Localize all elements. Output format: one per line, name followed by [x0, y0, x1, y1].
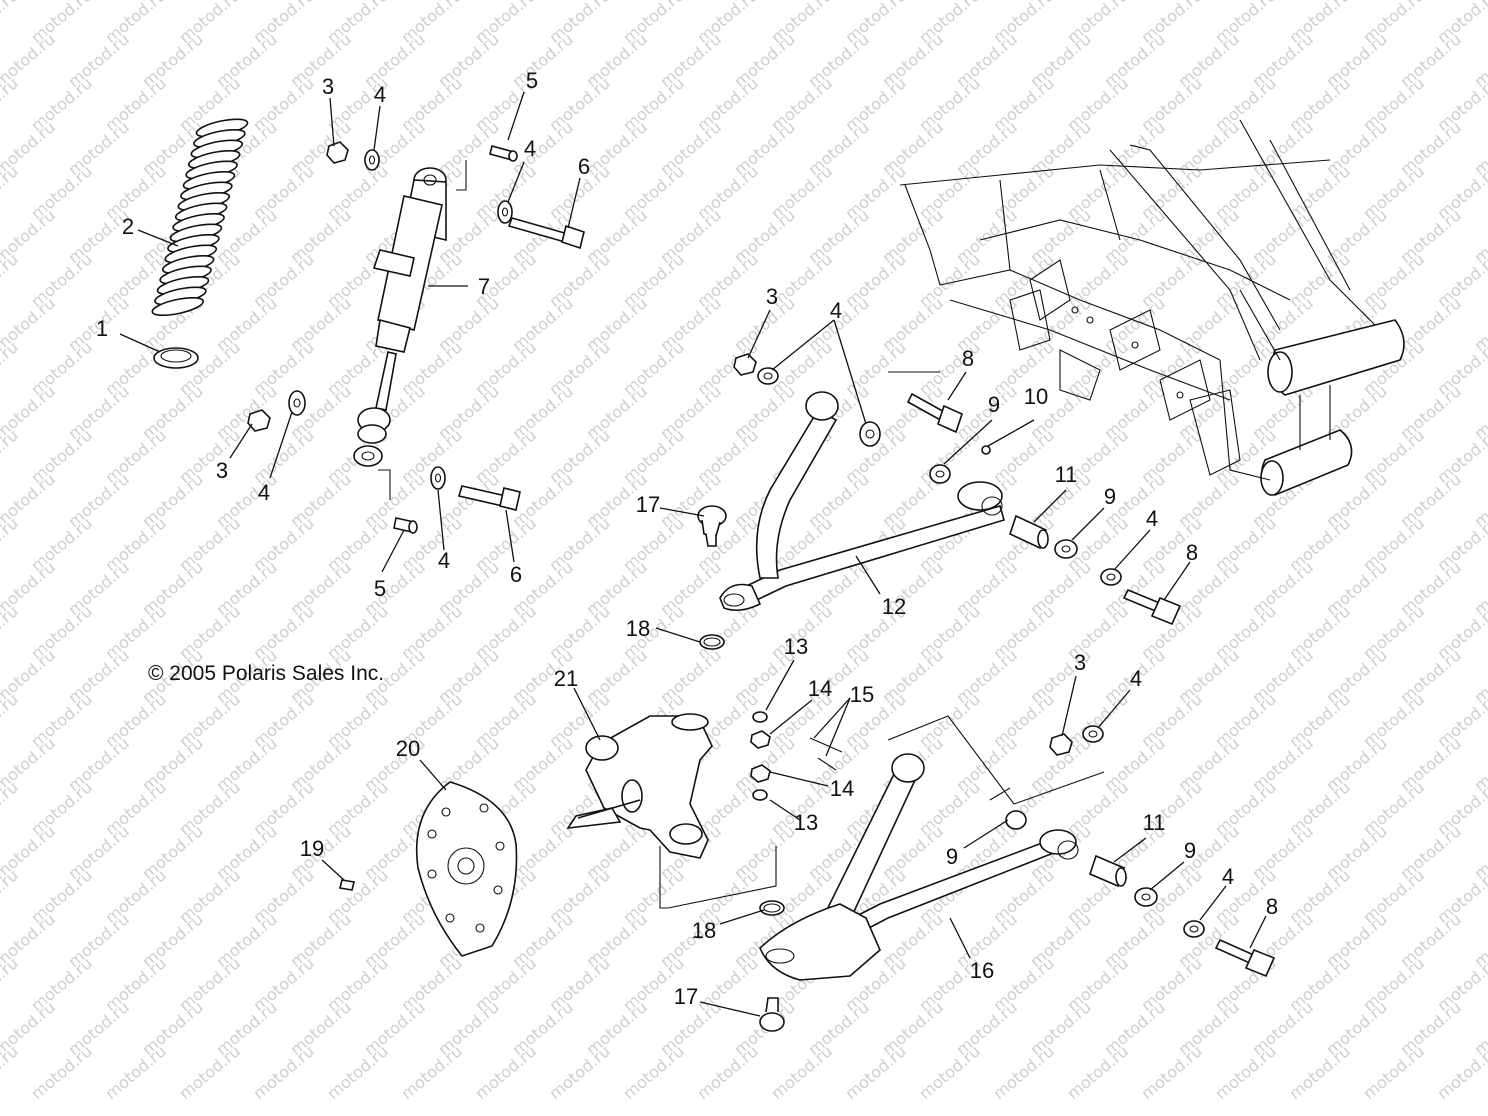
callout-3: 3: [216, 458, 228, 483]
callout-4: 4: [1130, 666, 1142, 691]
shock-absorber-part: [353, 167, 447, 467]
callout-5: 5: [374, 576, 386, 601]
watermark-text: motod.ru: [0, 1041, 22, 1103]
watermark-text: motod.ru: [989, 1041, 1057, 1103]
watermark-text: motod.ru: [1285, 1041, 1353, 1103]
watermark-text: motod.ru: [767, 1041, 835, 1103]
watermark-text: motod.ru: [1433, 1041, 1488, 1103]
watermark-text: motod.ru: [27, 1041, 95, 1103]
callout-17: 17: [674, 984, 698, 1009]
spring-retainer-part: [153, 347, 199, 369]
callout-3: 3: [322, 74, 334, 99]
watermark-text: motod.ru: [1359, 1041, 1427, 1103]
lower-a-arm-part: [759, 753, 1079, 981]
watermark-text: motod.ru: [101, 1041, 169, 1103]
assembly-brackets: [378, 160, 1105, 909]
watermark-text: motod.ru: [175, 1041, 243, 1103]
callout-8: 8: [962, 346, 974, 371]
callout-4: 4: [258, 480, 270, 505]
watermark-text: motod.ru: [0, 513, 22, 575]
callout-9: 9: [1184, 838, 1196, 863]
watermark-text: motod.ru: [0, 601, 22, 663]
watermark-text: motod.ru: [471, 1041, 539, 1103]
watermark-text: motod.ru: [619, 1041, 687, 1103]
callout-14: 14: [808, 676, 832, 701]
watermark-text: motod.ru: [0, 337, 22, 399]
callout-4: 4: [1146, 506, 1158, 531]
callout-10: 10: [1024, 384, 1048, 409]
spindle-knuckle-part: [566, 713, 713, 859]
callout-3: 3: [1074, 650, 1086, 675]
coil-spring-part: [151, 118, 249, 317]
watermark-text: motod.ru: [323, 1041, 391, 1103]
callout-4: 4: [374, 82, 386, 107]
callout-6: 6: [578, 154, 590, 179]
callout-18: 18: [626, 616, 650, 641]
callout-4: 4: [1222, 864, 1234, 889]
callout-4: 4: [830, 298, 842, 323]
copyright-text: © 2005 Polaris Sales Inc.: [148, 662, 384, 685]
callout-13: 13: [784, 634, 808, 659]
callout-4: 4: [524, 136, 536, 161]
watermark-text: motod.ru: [0, 0, 22, 47]
watermark-text: motod.ru: [693, 1041, 761, 1103]
callout-16: 16: [970, 958, 994, 983]
callout-4: 4: [438, 548, 450, 573]
watermark-text: motod.ru: [0, 689, 22, 751]
watermark-text: motod.ru: [397, 1041, 465, 1103]
watermark-text: motod.ru: [0, 777, 22, 839]
callout-9: 9: [946, 844, 958, 869]
callout-5: 5: [526, 68, 538, 93]
callout-18: 18: [692, 918, 716, 943]
callout-20: 20: [396, 736, 420, 761]
callout-9: 9: [1104, 484, 1116, 509]
watermark-text: motod.ru: [0, 73, 22, 135]
watermark-text: motod.ru: [0, 425, 22, 487]
callout-21: 21: [554, 666, 578, 691]
callout-2: 2: [122, 214, 134, 239]
watermark-text: motod.ru: [0, 249, 22, 311]
watermark-text: motod.ru: [841, 1041, 909, 1103]
callout-14: 14: [830, 776, 854, 801]
callout-6: 6: [510, 562, 522, 587]
hardware-parts: [247, 141, 1276, 1032]
watermark-text: motod.ru: [0, 953, 22, 1015]
callout-8: 8: [1186, 540, 1198, 565]
watermark-text: motod.ru: [545, 1041, 613, 1103]
callout-3: 3: [766, 284, 778, 309]
callout-19: 19: [300, 836, 324, 861]
callout-12: 12: [882, 594, 906, 619]
leader-lines: [119, 91, 1267, 1017]
frame-part: [899, 119, 1405, 496]
callout-15: 15: [850, 682, 874, 707]
callout-11: 11: [1143, 810, 1166, 835]
callout-7: 7: [478, 274, 490, 299]
disc-guard-part: [415, 781, 518, 957]
watermark-text: motod.ru: [1211, 1041, 1279, 1103]
upper-a-arm-part: [719, 391, 1005, 612]
callout-9: 9: [988, 392, 1000, 417]
watermark-text: motod.ru: [915, 1041, 983, 1103]
callout-17: 17: [636, 492, 660, 517]
callout-11: 11: [1055, 462, 1078, 487]
callout-1: 1: [96, 316, 108, 341]
watermark-text: motod.ru: [0, 865, 22, 927]
callout-8: 8: [1266, 894, 1278, 919]
callout-13: 13: [794, 810, 818, 835]
watermark-text: motod.ru: [1137, 1041, 1205, 1103]
watermark-text: motod.ru: [249, 1041, 317, 1103]
watermark-text: motod.ru: [1063, 1041, 1131, 1103]
watermark-text: motod.ru: [0, 161, 22, 223]
